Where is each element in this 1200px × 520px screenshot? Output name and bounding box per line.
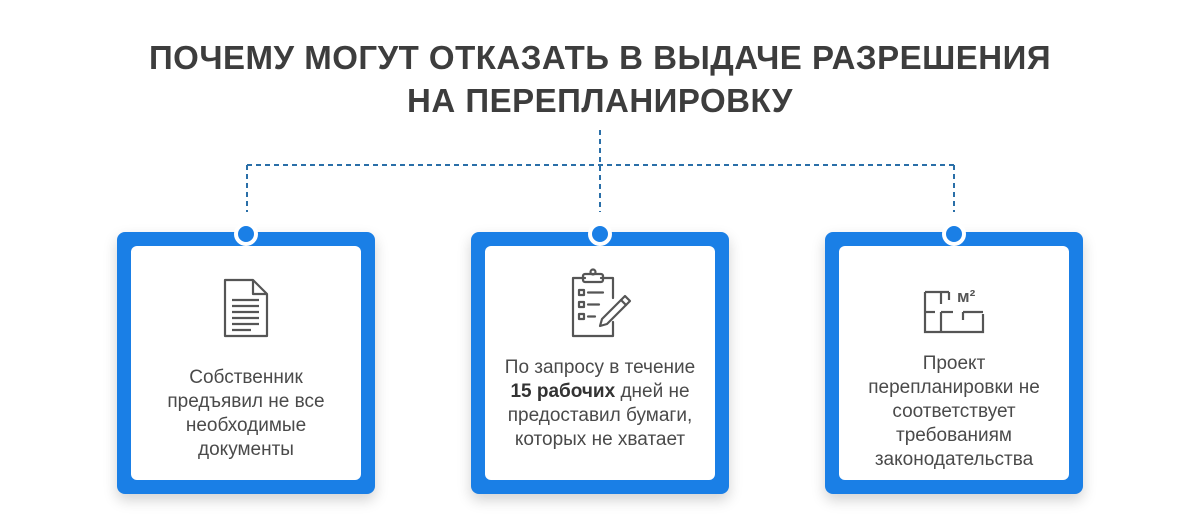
card-text-bold: 15 рабочих	[510, 381, 616, 402]
card-connector-dot	[942, 222, 966, 246]
card-connector-dot	[234, 222, 258, 246]
card-body: По запросу в течение 15 рабочих дней не …	[485, 246, 715, 480]
card-text: По запросу в течение 15 рабочих дней не …	[501, 356, 699, 452]
card-text: Проект перепланировки не соответствует т…	[868, 353, 1040, 470]
card-text-after: дней не предоставил бумаги, которых не х…	[507, 381, 693, 450]
m2-label: м²	[957, 287, 976, 306]
reason-card-deadline: По запросу в течение 15 рабочих дней не …	[471, 222, 729, 494]
clipboard-pen-icon	[567, 268, 633, 345]
card-body: Собственник предъявил не все необходимые…	[131, 246, 361, 480]
floor-plan-m2-icon: м²	[919, 274, 989, 341]
card-body: м² Проект перепланировки не соответствуе…	[839, 246, 1069, 480]
reason-card-project: м² Проект перепланировки не соответствуе…	[825, 222, 1083, 494]
page-title: ПОЧЕМУ МОГУТ ОТКАЗАТЬ В ВЫДАЧЕ РАЗРЕШЕНИ…	[0, 36, 1200, 122]
reason-card-documents: Собственник предъявил не все необходимые…	[117, 222, 375, 494]
card-text: Собственник предъявил не все необходимые…	[167, 367, 325, 460]
card-text-before: По запросу в течение	[504, 357, 696, 378]
card-connector-dot	[588, 222, 612, 246]
title-line-2: НА ПЕРЕПЛАНИРОВКУ	[407, 82, 793, 119]
document-icon	[221, 278, 271, 343]
title-line-1: ПОЧЕМУ МОГУТ ОТКАЗАТЬ В ВЫДАЧЕ РАЗРЕШЕНИ…	[148, 39, 1052, 76]
